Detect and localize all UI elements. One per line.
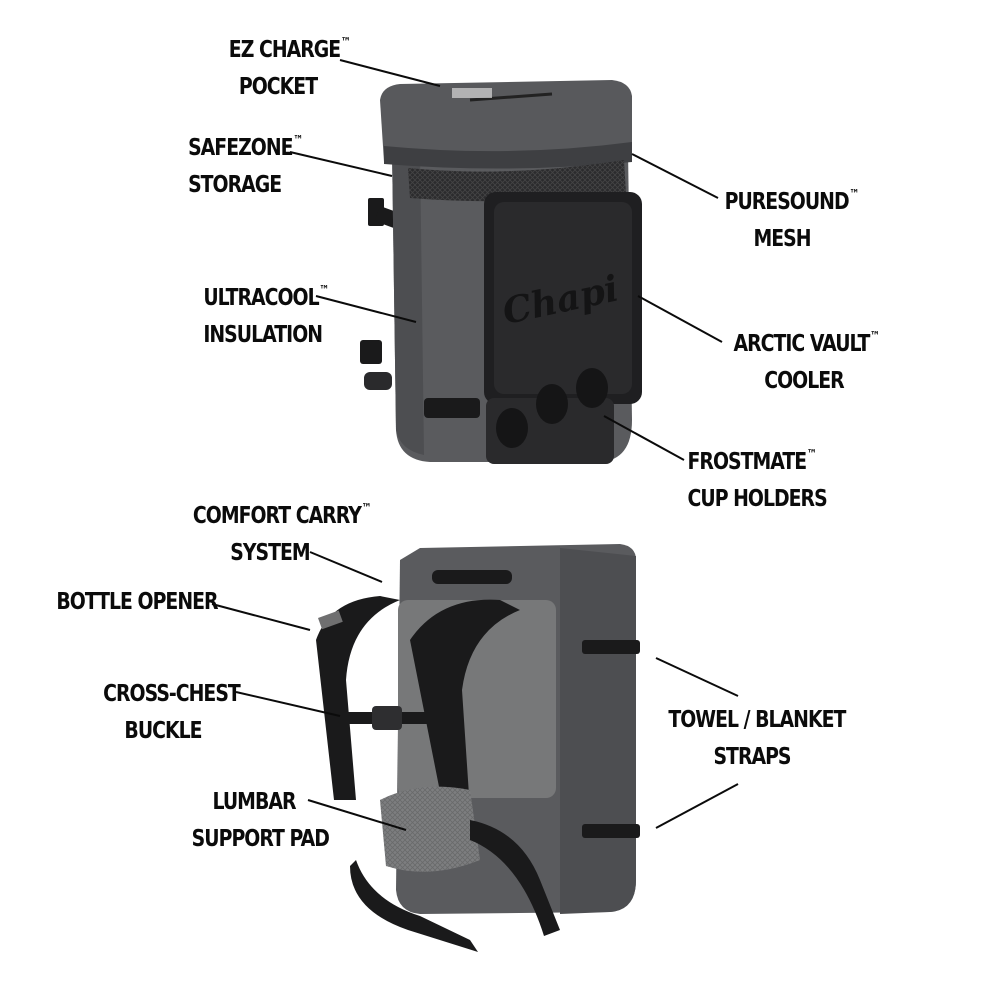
callout-frostmate-cup-holders: FROSTMATE™ CUP HOLDERS [687, 447, 828, 512]
carry-handle [432, 570, 512, 584]
shoulder-strap-right [410, 599, 520, 812]
cup-holder [576, 368, 608, 408]
leader-lines [211, 59, 739, 831]
leader-line-bottle-opener [211, 603, 311, 631]
side-strap-bottom [360, 340, 382, 364]
towel-strap-top [582, 640, 640, 654]
leader-line-towel-bottom [655, 783, 739, 829]
roll-top-lid [380, 80, 632, 167]
leader-line-lumbar [307, 799, 407, 831]
ez-charge-zipper [469, 92, 553, 102]
leader-line-puresound [631, 153, 719, 199]
cup-holder [496, 408, 528, 448]
cup-holder [536, 384, 568, 424]
leader-line-towel-top [655, 657, 739, 697]
callout-arctic-vault-cooler: ARCTIC VAULT™ COOLER [733, 329, 880, 394]
leader-line-frostmate [603, 415, 685, 461]
leader-line-arctic-vault [637, 295, 723, 343]
callout-bottle-opener: BOTTLE OPENER [56, 589, 218, 615]
waist-strap [350, 860, 478, 952]
callout-safezone-storage: SAFEZONE™ STORAGE [188, 133, 303, 198]
back-view-backpack [316, 544, 640, 952]
callout-ultracool-insulation: ULTRACOOL™ INSULATION [203, 283, 329, 348]
bottle-opener-clip [318, 610, 343, 630]
leader-line-cross-chest [235, 691, 341, 717]
callout-puresound-mesh: PURESOUND™ MESH [724, 187, 860, 252]
shoulder-strap-left [316, 596, 400, 800]
front-view-backpack: Chapi [360, 80, 642, 464]
leader-line-ez-charge [339, 59, 441, 87]
callout-comfort-carry-system: COMFORT CARRY™ SYSTEM [192, 501, 372, 566]
callout-cross-chest-buckle: CROSS-CHEST BUCKLE [103, 681, 241, 744]
leader-line-ultracool [315, 295, 417, 323]
leader-line-safezone [289, 151, 393, 177]
towel-strap-bottom [582, 824, 640, 838]
cross-chest-buckle-part [372, 706, 402, 730]
callout-lumbar-support-pad: LUMBAR SUPPORT PAD [191, 789, 330, 852]
callout-ez-charge-pocket: EZ CHARGE™ POCKET [228, 35, 351, 100]
leader-line-comfort-carry [309, 551, 383, 583]
callout-towel-blanket-straps: TOWEL / BLANKET STRAPS [668, 707, 846, 770]
